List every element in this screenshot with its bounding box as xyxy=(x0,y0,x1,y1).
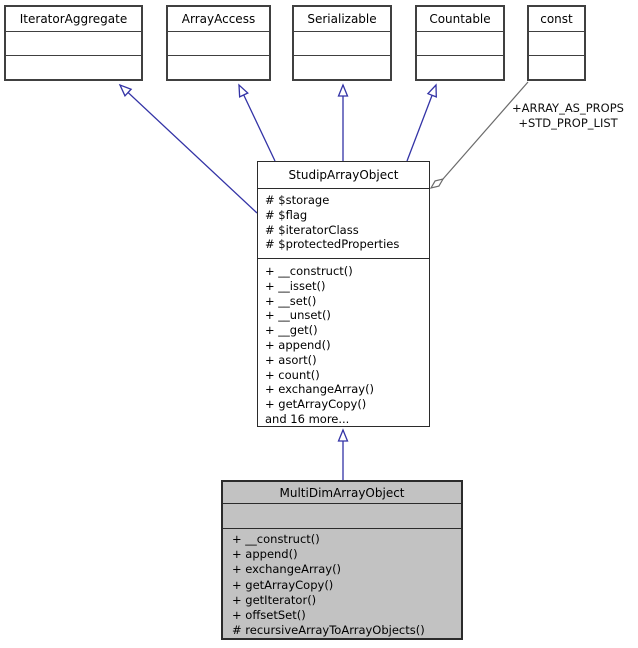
inheritance-edge-arrayaccess xyxy=(239,85,276,162)
class-title: MultiDimArrayObject xyxy=(223,482,461,504)
member-line: + __isset() xyxy=(265,278,326,293)
member-line: and 16 more... xyxy=(265,411,350,426)
empty-methods-section xyxy=(417,56,503,79)
class-title: IteratorAggregate xyxy=(6,7,141,32)
member-line: + offsetSet() xyxy=(232,608,306,623)
class-box-countable[interactable]: Countable xyxy=(415,5,505,81)
member-line: # $flag xyxy=(265,207,308,222)
member-line: + __set() xyxy=(265,293,317,308)
empty-attributes-section xyxy=(417,32,503,56)
class-box-const[interactable]: const xyxy=(527,5,586,81)
usage-label: +STD_PROP_LIST xyxy=(518,116,618,130)
class-title: const xyxy=(529,7,584,32)
usage-edge-const xyxy=(442,81,529,180)
empty-attributes-section xyxy=(529,32,584,56)
class-box-multidimarrayobject[interactable]: MultiDimArrayObject + __construct()+ app… xyxy=(221,480,463,640)
class-box-studiparrayobject[interactable]: StudipArrayObject # $storage# $flag# $it… xyxy=(257,161,430,427)
member-line: + asort() xyxy=(265,352,317,367)
empty-methods-section xyxy=(294,56,390,79)
member-line: + getArrayCopy() xyxy=(232,577,334,592)
empty-attributes-section xyxy=(168,32,269,56)
usage-edge-labels: +ARRAY_AS_PROPS +STD_PROP_LIST xyxy=(498,101,638,131)
class-box-arrayaccess[interactable]: ArrayAccess xyxy=(166,5,271,81)
member-line: + count() xyxy=(265,367,320,382)
attributes-section: # $storage# $flag# $iteratorClass# $prot… xyxy=(258,189,429,259)
empty-methods-section xyxy=(168,56,269,79)
class-title: Serializable xyxy=(294,7,390,32)
methods-section: + __construct()+ append()+ exchangeArray… xyxy=(223,529,461,638)
usage-label: +ARRAY_AS_PROPS xyxy=(512,101,624,115)
empty-attributes-section xyxy=(294,32,390,56)
member-line: + __get() xyxy=(265,323,318,338)
member-line: + append() xyxy=(265,337,331,352)
methods-section: + __construct()+ __isset()+ __set()+ __u… xyxy=(258,259,429,427)
member-line: + __construct() xyxy=(265,264,353,278)
member-line: # $protectedProperties xyxy=(265,237,400,252)
class-title: Countable xyxy=(417,7,503,32)
usage-open-diamond xyxy=(429,178,445,189)
class-box-iteratoraggregate[interactable]: IteratorAggregate xyxy=(4,5,143,81)
empty-attributes-section xyxy=(6,32,141,56)
member-line: + __unset() xyxy=(265,308,331,323)
class-title: ArrayAccess xyxy=(168,7,269,32)
empty-methods-section xyxy=(529,56,584,79)
member-line: + __construct() xyxy=(232,532,320,546)
member-line: # $iteratorClass xyxy=(265,222,359,237)
member-line: + exchangeArray() xyxy=(265,382,375,397)
empty-methods-section xyxy=(6,56,141,79)
member-line: # $storage xyxy=(265,193,330,207)
member-line: # recursiveArrayToArrayObjects() xyxy=(232,623,425,638)
member-line: + append() xyxy=(232,547,298,562)
member-line: + getArrayCopy() xyxy=(265,397,367,412)
class-box-serializable[interactable]: Serializable xyxy=(292,5,392,81)
empty-attributes-section xyxy=(223,504,461,529)
member-line: + getIterator() xyxy=(232,592,317,607)
class-title: StudipArrayObject xyxy=(258,162,429,189)
member-line: + exchangeArray() xyxy=(232,562,342,577)
inheritance-edge-countable xyxy=(406,85,436,162)
inheritance-edge-iteratoraggregate xyxy=(120,85,258,214)
